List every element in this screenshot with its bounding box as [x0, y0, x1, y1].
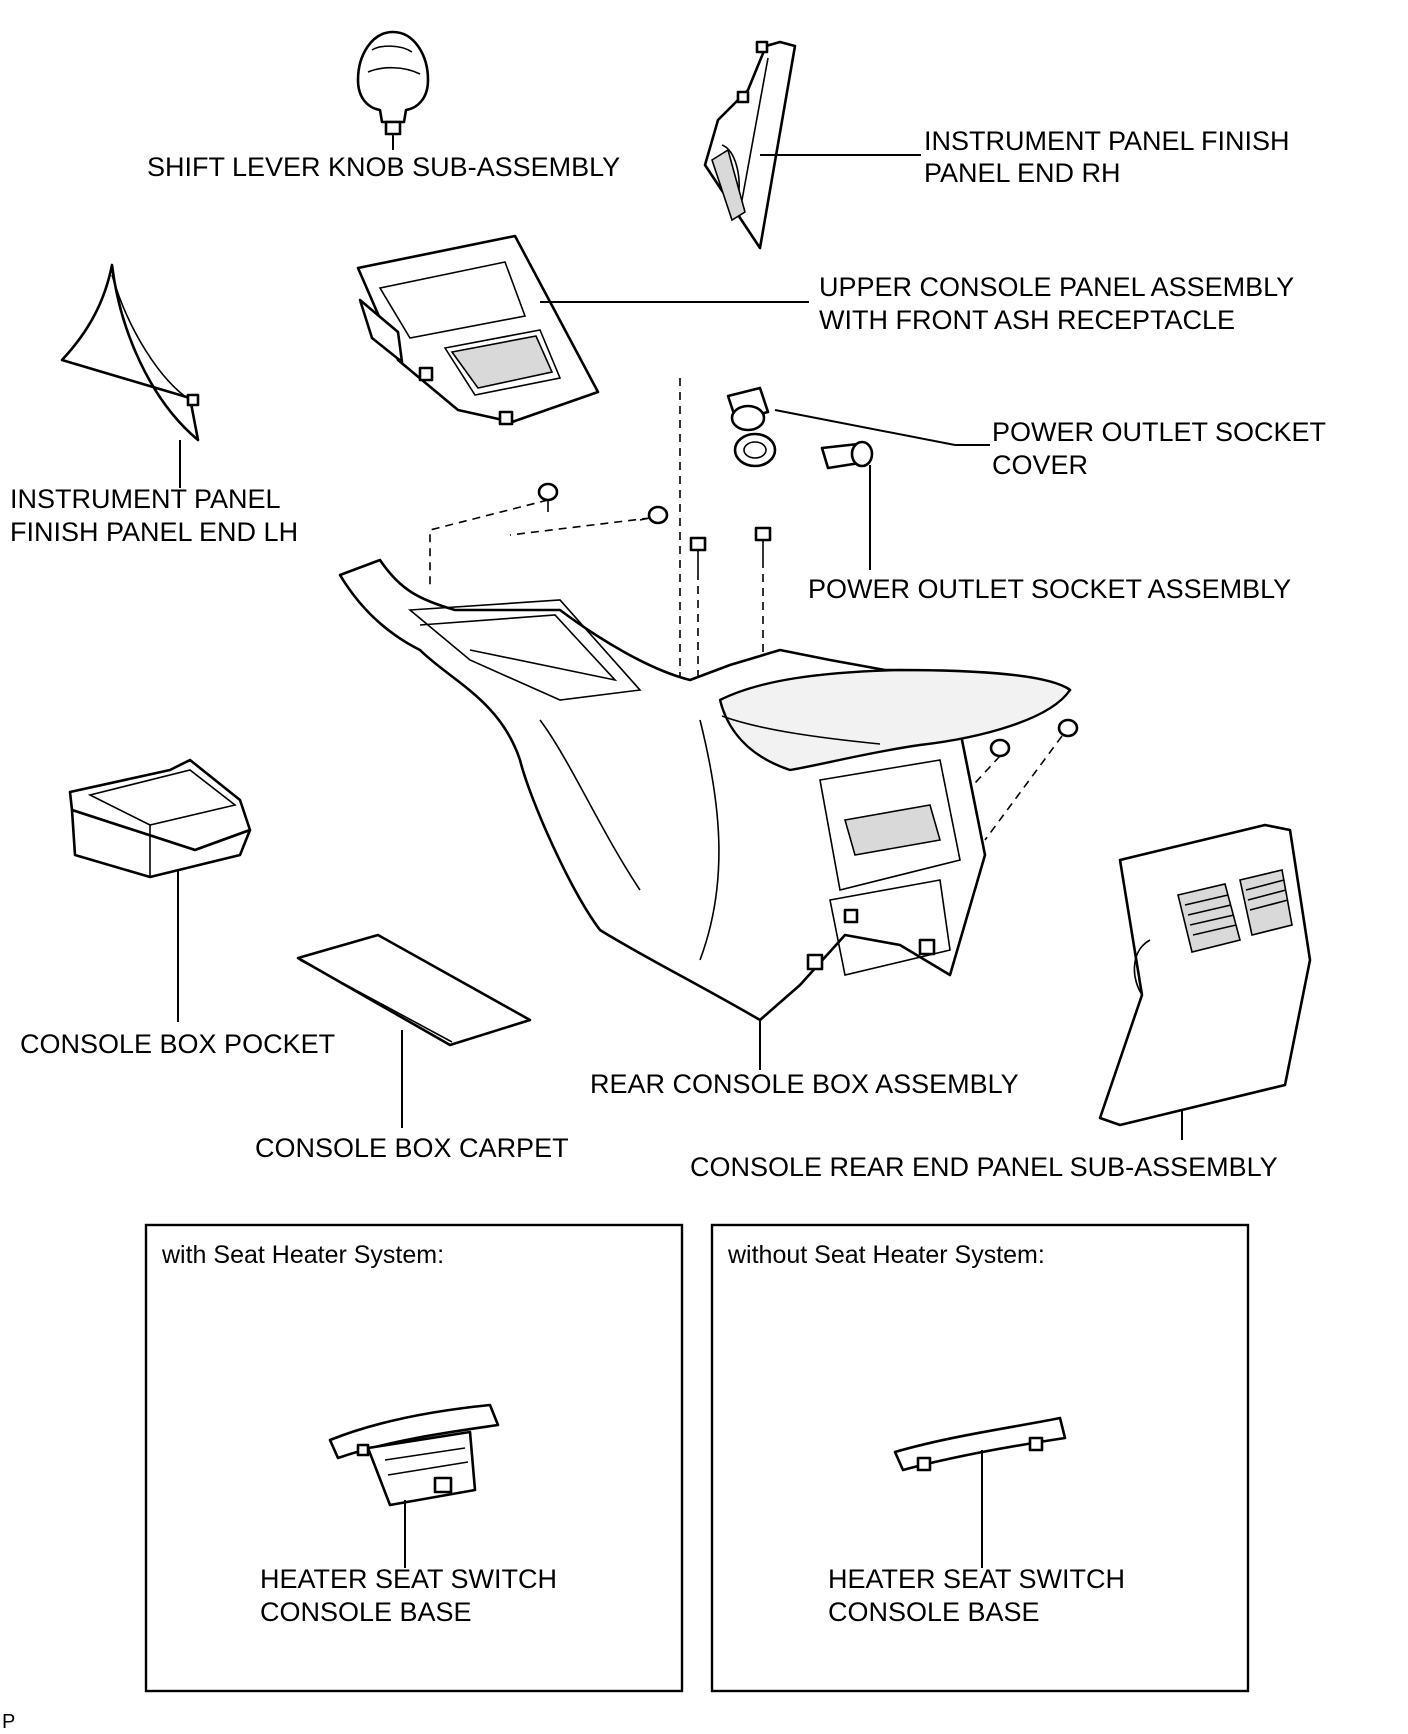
- screw-1: [537, 482, 559, 512]
- outlet-cover-label-1: POWER OUTLET SOCKET: [992, 417, 1326, 447]
- without-heater-part-label-1: HEATER SEAT SWITCH: [828, 1564, 1125, 1594]
- without-heater-title: without Seat Heater System:: [727, 1241, 1045, 1269]
- console-pocket-label: CONSOLE BOX POCKET: [20, 1029, 335, 1059]
- outlet-cover-label-2: COVER: [992, 450, 1088, 480]
- ip-finish-rh-label-2: PANEL END RH: [924, 158, 1121, 188]
- without-heater-part-label-2: CONSOLE BASE: [828, 1597, 1040, 1627]
- console-box-pocket: [68, 758, 252, 1022]
- screw-3: [689, 536, 707, 572]
- upper-console-panel: [356, 234, 809, 426]
- rear-end-panel-label: CONSOLE REAR END PANEL SUB-ASSEMBLY: [690, 1152, 1278, 1182]
- console-rear-end-panel: [1098, 823, 1312, 1140]
- upper-console-label-2: WITH FRONT ASH RECEPTACLE: [819, 305, 1235, 335]
- screw-2: [639, 505, 669, 525]
- instrument-panel-finish-end-lh: [60, 263, 200, 488]
- shift-lever-knob: [356, 30, 430, 150]
- power-outlet-socket-assembly: [820, 440, 874, 570]
- console-box-carpet: [296, 933, 532, 1128]
- screw-6: [1057, 718, 1079, 738]
- figure-code: P: [2, 1711, 15, 1733]
- rear-console-box: [338, 378, 1079, 1070]
- with-heater-title: with Seat Heater System:: [161, 1241, 444, 1269]
- ip-finish-rh-label-1: INSTRUMENT PANEL FINISH: [924, 126, 1290, 156]
- screw-5: [989, 738, 1011, 758]
- outlet-assembly-label: POWER OUTLET SOCKET ASSEMBLY: [808, 574, 1291, 604]
- with-heater-part-label-1: HEATER SEAT SWITCH: [260, 1564, 557, 1594]
- upper-console-label-1: UPPER CONSOLE PANEL ASSEMBLY: [819, 272, 1294, 302]
- instrument-panel-finish-end-rh: [703, 40, 921, 250]
- console-carpet-label: CONSOLE BOX CARPET: [255, 1133, 569, 1163]
- rear-console-label: REAR CONSOLE BOX ASSEMBLY: [590, 1069, 1019, 1099]
- screw-4: [754, 526, 772, 560]
- power-outlet-socket-cover: [726, 386, 990, 468]
- ip-finish-lh-label-1: INSTRUMENT PANEL: [10, 484, 281, 514]
- with-seat-heater-box: [144, 1223, 684, 1693]
- shift-knob-label: SHIFT LEVER KNOB SUB-ASSEMBLY: [147, 152, 620, 182]
- with-heater-part-label-2: CONSOLE BASE: [260, 1597, 472, 1627]
- without-seat-heater-box: [710, 1223, 1250, 1693]
- ip-finish-lh-label-2: FINISH PANEL END LH: [10, 517, 298, 547]
